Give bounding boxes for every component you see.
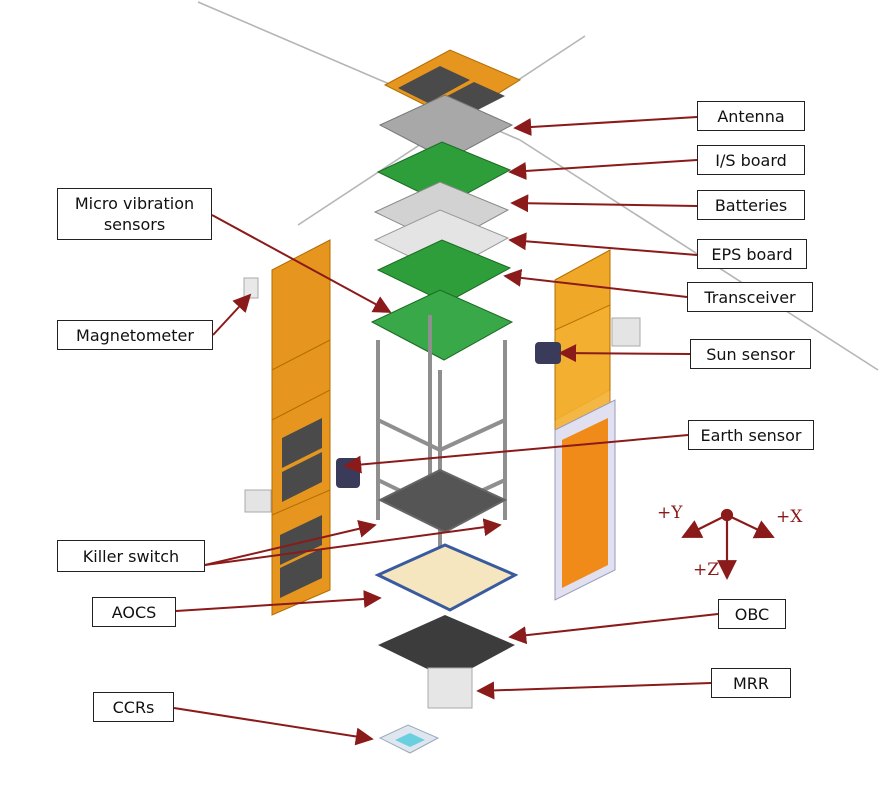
axis-label-z: +Z xyxy=(693,560,720,580)
axis-label-y: +Y xyxy=(657,503,683,523)
arrow-obc xyxy=(508,613,719,645)
label-eps-board: EPS board xyxy=(697,239,807,269)
label-ccrs: CCRs xyxy=(93,692,174,722)
axis-y-arrow xyxy=(681,514,728,538)
leader-arrows xyxy=(173,116,719,746)
label-magnetometer: Magnetometer xyxy=(57,320,213,350)
board-stack xyxy=(370,141,514,361)
label-killer-switch: Killer switch xyxy=(57,540,205,572)
arrow-ccrs xyxy=(173,707,374,746)
label-antenna: Antenna xyxy=(697,101,805,131)
axis-x-arrow xyxy=(726,514,775,539)
label-is-board: I/S board xyxy=(697,145,805,175)
arrow-aocs xyxy=(175,590,382,612)
antenna-panel xyxy=(378,49,522,161)
label-mrr: MRR xyxy=(711,668,791,698)
arrow-micro-vibration xyxy=(211,214,392,313)
arrow-sun-sensor xyxy=(558,344,691,363)
arrow-killer-switch-b xyxy=(204,518,502,566)
label-transceiver: Transceiver xyxy=(687,282,813,312)
label-obc: OBC xyxy=(718,599,786,629)
label-sun-sensor: Sun sensor xyxy=(690,339,811,369)
label-aocs: AOCS xyxy=(92,597,176,627)
arrow-killer-switch-a xyxy=(204,519,377,566)
arrow-magnetometer xyxy=(212,293,252,336)
axis-label-x: +X xyxy=(776,507,803,527)
arrow-eps-board xyxy=(508,232,698,256)
structure-frame xyxy=(376,315,508,555)
arrow-antenna xyxy=(513,116,698,137)
label-batteries: Batteries xyxy=(697,190,805,220)
arrow-transceiver xyxy=(503,268,688,298)
arrow-batteries xyxy=(510,194,698,213)
arrow-is-board xyxy=(508,159,698,180)
bottom-components xyxy=(374,543,519,754)
label-micro-vibration-sensors: Micro vibration sensors xyxy=(57,188,212,240)
label-earth-sensor: Earth sensor xyxy=(688,420,814,450)
arrow-mrr xyxy=(476,681,712,700)
arrow-earth-sensor xyxy=(343,434,689,474)
coordinate-axes xyxy=(681,508,775,580)
